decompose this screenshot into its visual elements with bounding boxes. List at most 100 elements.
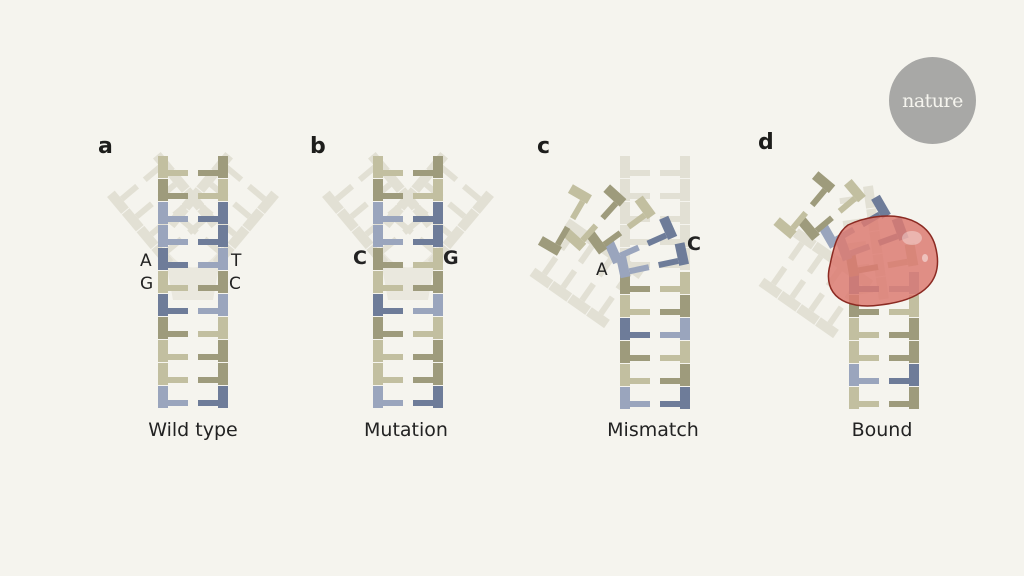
backbone-right bbox=[811, 171, 836, 194]
base-left bbox=[168, 170, 188, 176]
base-pair bbox=[373, 363, 443, 385]
base-right bbox=[413, 377, 433, 383]
ghost-backbone bbox=[680, 156, 690, 178]
base-right bbox=[198, 331, 218, 337]
ghost-pair bbox=[620, 179, 690, 201]
base-right bbox=[198, 354, 218, 360]
ghost-base bbox=[438, 164, 459, 183]
ghost-backbone bbox=[181, 187, 204, 211]
base-left bbox=[602, 230, 623, 248]
backbone-right bbox=[433, 386, 443, 408]
ghost-backbone bbox=[396, 187, 419, 211]
backbone-right bbox=[433, 340, 443, 362]
base-pair bbox=[373, 317, 443, 339]
base-pair bbox=[849, 387, 919, 409]
base-left bbox=[630, 309, 650, 315]
panel-c-letter: c bbox=[537, 134, 551, 159]
backbone-left bbox=[373, 363, 383, 385]
base-pair bbox=[615, 242, 690, 279]
backbone-right bbox=[218, 248, 228, 270]
ghost-backbone bbox=[680, 179, 690, 201]
base-pair bbox=[373, 156, 443, 178]
ghost-base bbox=[806, 254, 824, 275]
base-right bbox=[660, 309, 680, 315]
panel-a-base-T: T bbox=[231, 251, 242, 271]
ghost-backbone bbox=[472, 190, 494, 214]
base-left bbox=[168, 193, 188, 199]
base-pair bbox=[158, 340, 228, 362]
ghost-backbone bbox=[792, 228, 817, 250]
base-left bbox=[383, 354, 403, 360]
ghost-backbone bbox=[620, 225, 630, 247]
ghost-base bbox=[142, 164, 163, 183]
backbone-left bbox=[373, 202, 383, 224]
backbone-left bbox=[373, 225, 383, 247]
base-right bbox=[660, 401, 680, 407]
backbone-right bbox=[433, 248, 443, 270]
base-right bbox=[570, 199, 586, 221]
base-pair bbox=[773, 171, 836, 240]
base-right bbox=[413, 239, 433, 245]
base-left bbox=[383, 285, 403, 291]
backbone-right bbox=[909, 341, 919, 363]
base-left bbox=[859, 378, 879, 384]
base-right bbox=[413, 285, 433, 291]
ghost-base bbox=[334, 183, 355, 202]
base-left bbox=[383, 400, 403, 406]
ghost-backbone bbox=[796, 304, 821, 325]
backbone-left bbox=[773, 217, 797, 240]
base-left bbox=[630, 286, 650, 292]
base-right bbox=[889, 332, 909, 338]
backbone-right bbox=[871, 194, 891, 219]
base-left bbox=[859, 332, 879, 338]
base-left bbox=[630, 332, 650, 338]
ghost-pair bbox=[181, 187, 250, 250]
base-right bbox=[198, 400, 218, 406]
base-left bbox=[383, 331, 403, 337]
base-right bbox=[413, 193, 433, 199]
base-left bbox=[383, 262, 403, 268]
base-right bbox=[413, 262, 433, 268]
base-right bbox=[889, 355, 909, 361]
ghost-base bbox=[660, 193, 680, 199]
ghost-base bbox=[560, 269, 578, 289]
backbone-left bbox=[604, 240, 623, 265]
backbone-right bbox=[567, 184, 592, 204]
backbone-left bbox=[158, 225, 168, 247]
backbone-right bbox=[218, 271, 228, 293]
base-left bbox=[168, 308, 188, 314]
base-right bbox=[198, 308, 218, 314]
backbone-right bbox=[218, 202, 228, 224]
ghost-fork bbox=[107, 152, 279, 300]
ghost-backbone bbox=[457, 208, 480, 232]
logo-text: nature bbox=[902, 89, 963, 112]
ghost-pair bbox=[529, 218, 588, 289]
backbone-right bbox=[218, 156, 228, 178]
base-left bbox=[859, 401, 879, 407]
base-right bbox=[600, 201, 619, 221]
panel-d-ladder-lower bbox=[849, 272, 919, 409]
panel-b-caption: Mutation bbox=[364, 419, 448, 441]
ghost-base bbox=[134, 201, 154, 219]
base-left bbox=[383, 170, 403, 176]
backbone-right bbox=[433, 294, 443, 316]
base-left bbox=[814, 215, 834, 233]
protein-highlight-small bbox=[922, 254, 928, 262]
backbone-left bbox=[373, 340, 383, 362]
base-right bbox=[198, 285, 218, 291]
panel-a-base-A: A bbox=[140, 251, 152, 271]
panel-a-base-G: G bbox=[140, 274, 154, 294]
ghost-pair bbox=[620, 225, 690, 247]
ghost-backbone bbox=[121, 208, 144, 232]
base-right bbox=[198, 262, 218, 268]
backbone-right bbox=[680, 318, 690, 340]
ghost-backbone bbox=[351, 225, 374, 250]
ghost-backbone bbox=[107, 190, 129, 214]
base-pair bbox=[798, 179, 866, 241]
backbone-right bbox=[433, 225, 443, 247]
panel-a-letter: a bbox=[98, 134, 113, 159]
base-pair bbox=[849, 295, 919, 317]
backbone-left bbox=[373, 271, 383, 293]
backbone-left bbox=[158, 156, 168, 178]
base-pair bbox=[373, 271, 443, 293]
